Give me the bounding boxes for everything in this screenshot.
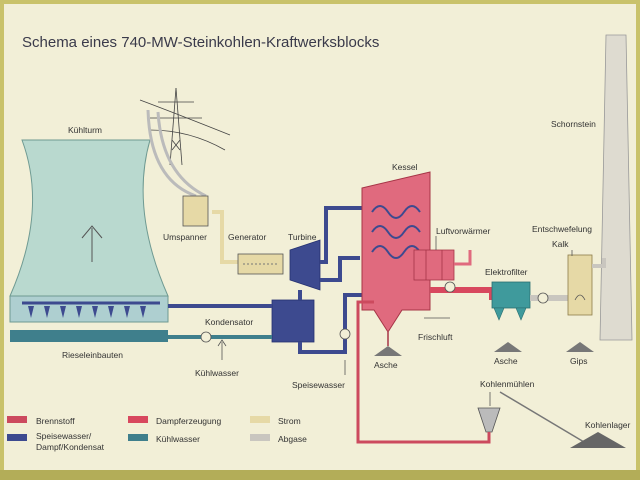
label-rieseleinbauten: Rieseleinbauten — [62, 350, 123, 360]
gypsum-pile — [566, 342, 594, 352]
steam-reheat-pipe — [320, 256, 360, 282]
filter-ash-pile — [494, 342, 522, 352]
label-kuehlturm: Kühlturm — [68, 125, 102, 135]
label-luftvorwaermer: Luftvorwärmer — [436, 226, 490, 236]
boiler-heating-coils — [371, 205, 421, 259]
cleaned-gas-to-chimney — [592, 258, 606, 268]
air-preheater-luftvorwaermer — [413, 249, 455, 281]
legend-swatch-strom — [250, 416, 270, 423]
desulfurization-entschwefelung — [567, 254, 593, 316]
label-kessel: Kessel — [392, 162, 418, 172]
turbine — [289, 239, 321, 291]
electric-line-generator — [212, 210, 238, 264]
legend-swatch-dampferzeugung — [128, 416, 148, 423]
preheated-air-duct — [454, 250, 472, 266]
cooling-water-pump-icon — [200, 331, 212, 343]
coal-mill-kohlenmuehlen — [477, 407, 501, 433]
feedwater-pipe — [298, 293, 362, 354]
rieseleinbauten-sprinklers — [22, 301, 160, 318]
legend: Brennstoff Speisewasser/ Dampf/Kondensat… — [7, 416, 307, 452]
cooling-tower — [9, 139, 169, 297]
board-frame-bottom — [0, 470, 640, 480]
flue-gas-to-filter — [430, 287, 495, 300]
diagram-title: Schema eines 740-MW-Steinkohlen-Kraftwer… — [22, 34, 379, 51]
label-kuehlwasser: Kühlwasser — [195, 368, 239, 378]
cooling-tower-basin — [10, 330, 168, 342]
chimney — [599, 34, 633, 341]
label-elektrofilter: Elektrofilter — [485, 267, 528, 277]
kuehlwasser-inlet-arrow — [217, 339, 227, 360]
boiler-ash-pile — [374, 346, 402, 356]
label-generator: Generator — [228, 232, 266, 242]
legend-label-strom: Strom — [278, 416, 301, 426]
fgd-fan-icon — [537, 292, 549, 304]
condenser-kondensator — [271, 299, 315, 343]
legend-label-dampferzeugung: Dampferzeugung — [156, 416, 221, 426]
legend-swatch-speisewasser — [7, 434, 27, 441]
power-lines-to-transformer — [146, 109, 207, 198]
label-asche-kessel: Asche — [374, 360, 398, 370]
label-speisewasser: Speisewasser — [292, 380, 345, 390]
legend-swatch-abgase — [250, 434, 270, 441]
feedwater-pump-icon — [339, 328, 351, 340]
coal-pile — [570, 432, 626, 448]
label-frischluft: Frischluft — [418, 332, 453, 342]
label-schornstein: Schornstein — [551, 119, 596, 129]
label-kohlenlager: Kohlenlager — [585, 420, 631, 430]
label-entschwefelung: Entschwefelung — [532, 224, 592, 234]
boiler-kessel — [361, 171, 431, 333]
legend-label-brennstoff: Brennstoff — [36, 416, 75, 426]
steam-pipe-to-turbine — [320, 206, 366, 264]
air-flow-arrow — [81, 225, 103, 262]
legend-swatch-kuehlwasser — [128, 434, 148, 441]
label-gips: Gips — [570, 356, 587, 366]
label-kohlenmuehlen: Kohlenmühlen — [480, 379, 535, 389]
legend-label-abgase: Abgase — [278, 434, 307, 444]
legend-swatch-brennstoff — [7, 416, 27, 423]
label-turbine: Turbine — [288, 232, 317, 242]
legend-label-speisewasser-line1: Speisewasser/ — [36, 431, 92, 441]
label-kalk: Kalk — [552, 239, 569, 249]
label-kondensator: Kondensator — [205, 317, 253, 327]
electrostatic-precipitator — [491, 281, 531, 309]
label-umspanner: Umspanner — [163, 232, 207, 242]
pulverized-coal-line — [356, 300, 491, 444]
label-asche-filter: Asche — [494, 356, 518, 366]
legend-label-kuehlwasser: Kühlwasser — [156, 434, 200, 444]
transformer-umspanner — [182, 195, 209, 227]
coal-conveyor — [499, 391, 585, 443]
fan-icon — [444, 281, 456, 293]
legend-label-speisewasser-line2: Dampf/Kondensat — [36, 442, 105, 452]
transmission-tower — [139, 87, 231, 166]
